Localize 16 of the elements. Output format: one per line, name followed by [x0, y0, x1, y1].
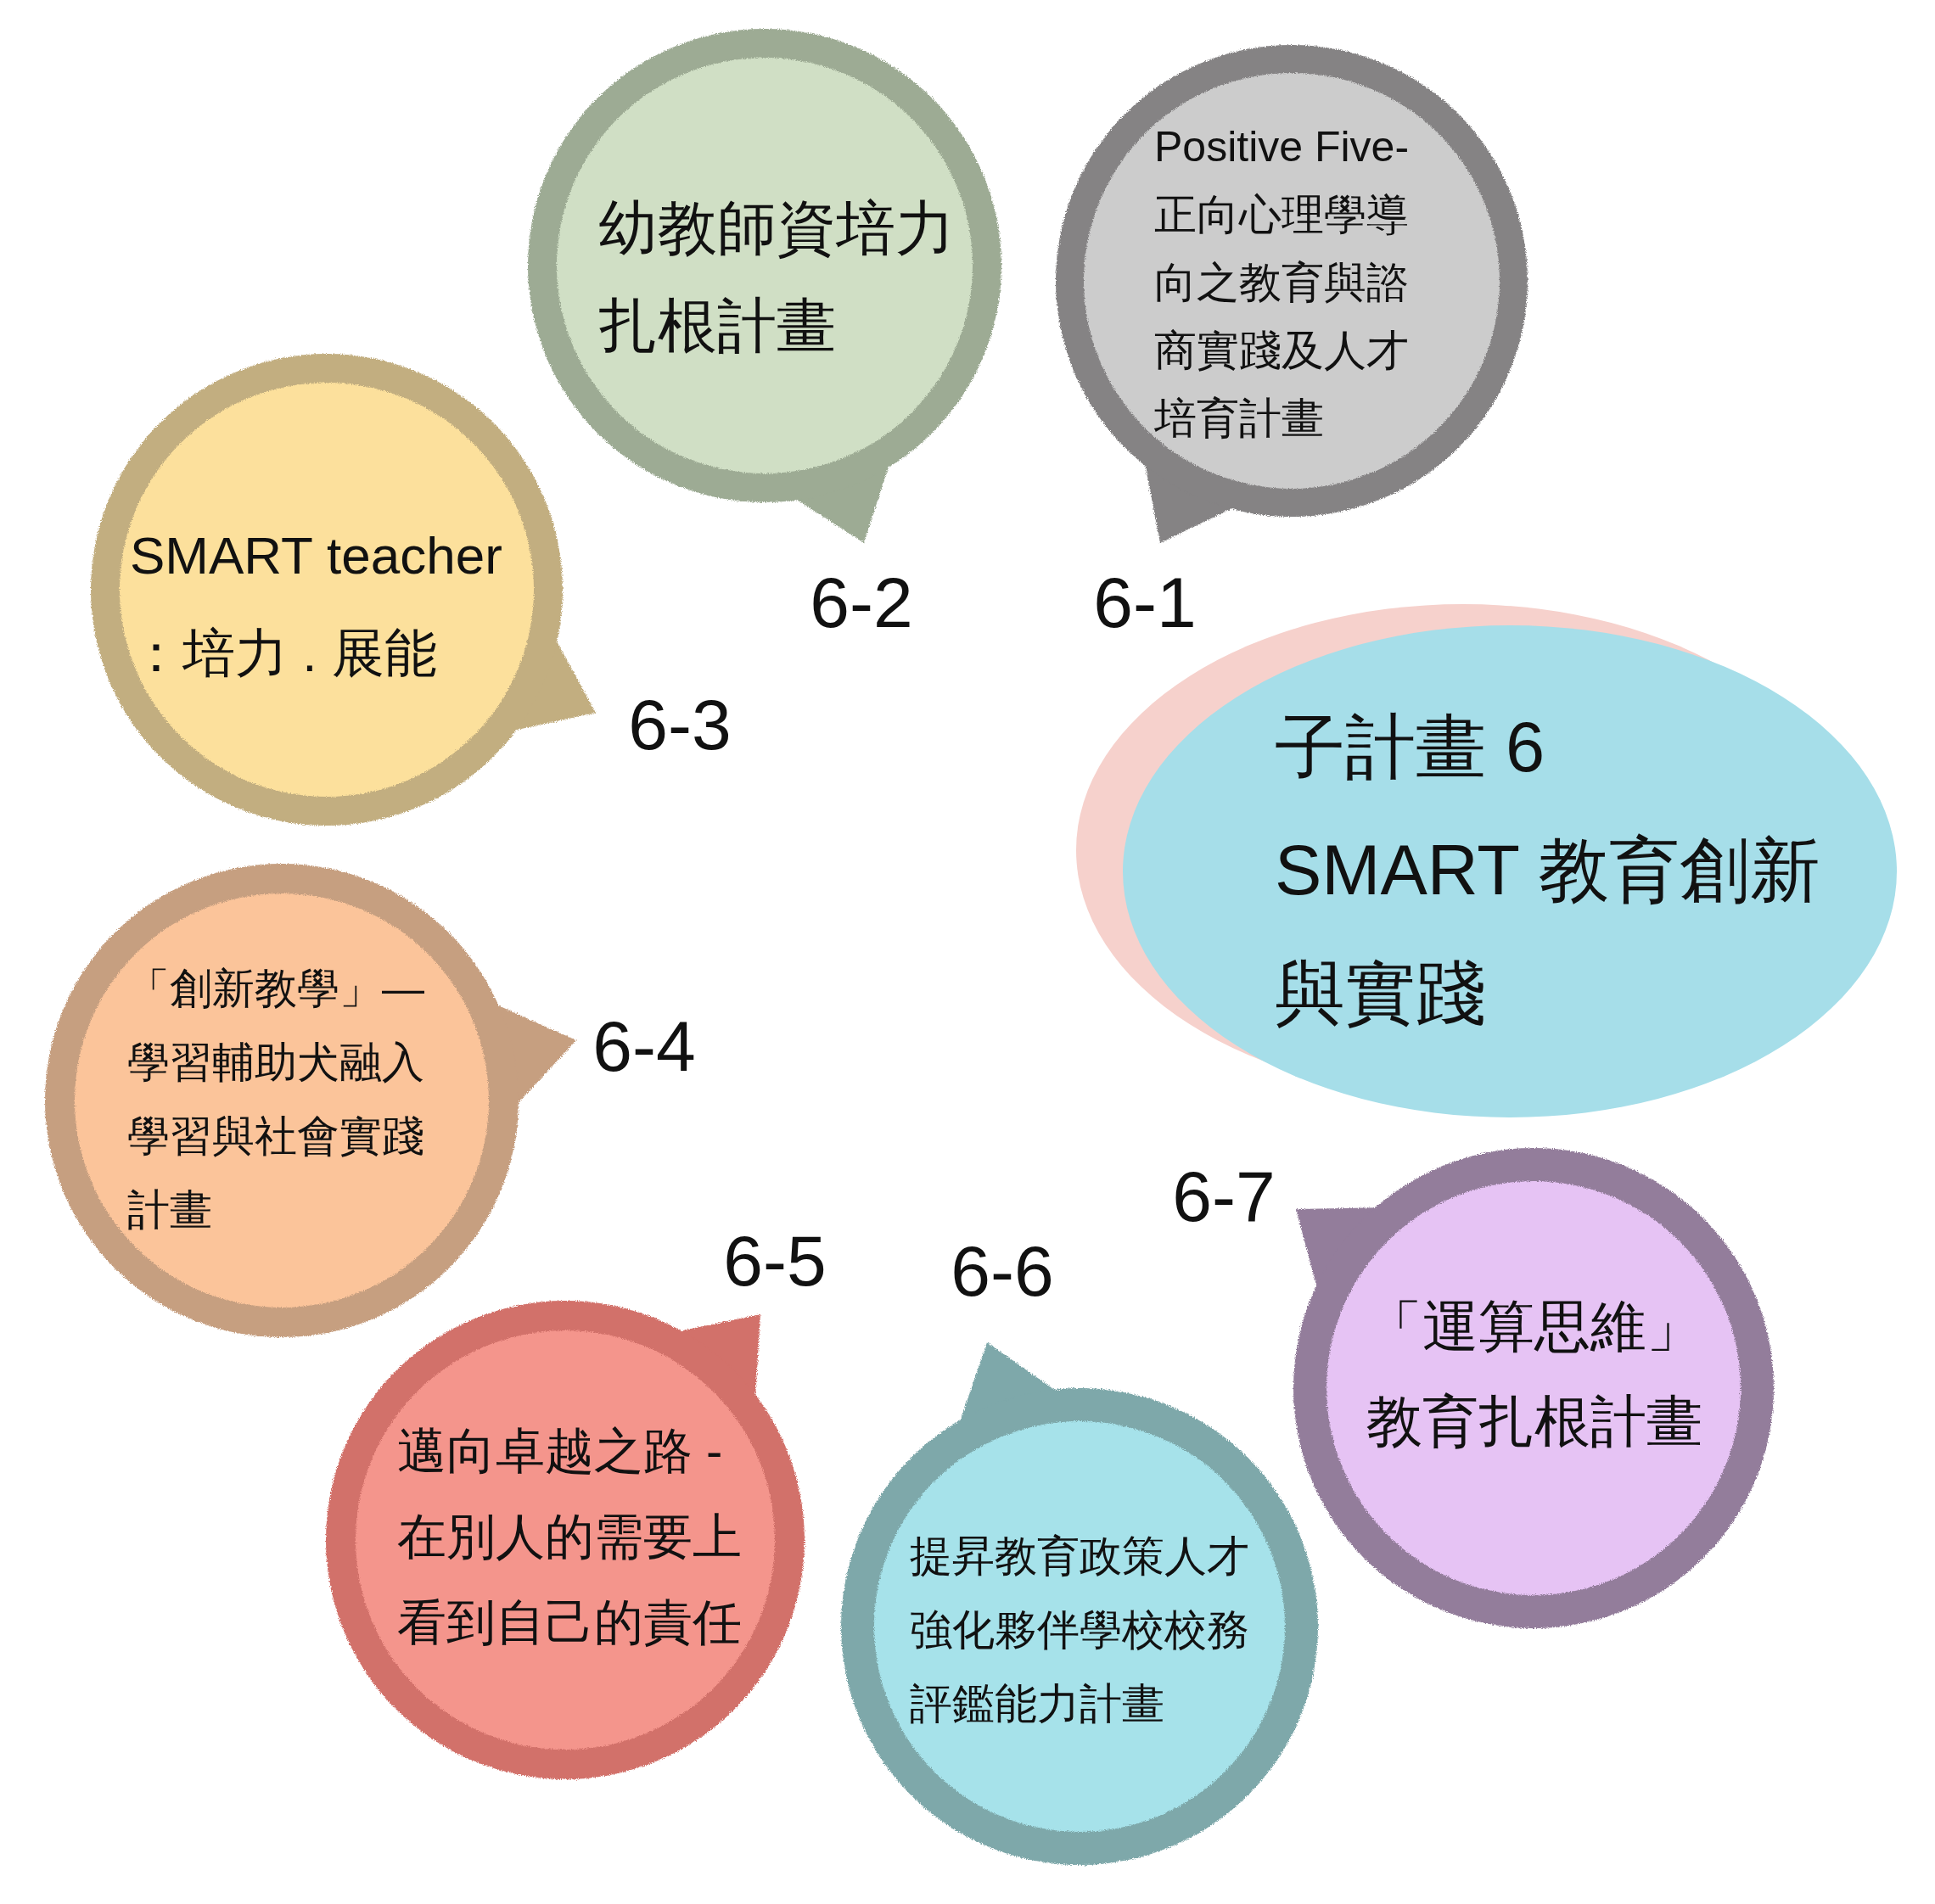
bubble-text: Positive Five-正向心理學導向之教育與諮商實踐及人才培育計畫	[1154, 122, 1411, 444]
callout-number: 6-4	[592, 1011, 696, 1082]
bubble-text: 邁向卓越之路 -在別人的需要上看到自己的責任	[397, 1422, 743, 1651]
callout-number: 6-2	[810, 567, 913, 638]
project-heading: 子計畫 6	[1275, 707, 1545, 788]
bubble-text: 「創新教學」—學習輔助犬融入學習與社會實踐計畫	[127, 964, 425, 1235]
bubble-text: 幼教師資培力扎根計畫	[598, 194, 956, 361]
bubble-text: 「運算思維」教育扎根計畫	[1366, 1294, 1703, 1454]
bubble-text: SMART teacher ：培力 . 展能	[130, 525, 503, 684]
callout-number: 6-6	[951, 1235, 1054, 1307]
callout-number: 6-7	[1172, 1161, 1276, 1232]
callout-number: 6-3	[628, 689, 732, 760]
bubble-text: 提昇教育政策人才強化夥伴學校校務評鑑能力計畫	[910, 1532, 1250, 1729]
callout-number: 6-1	[1093, 567, 1197, 638]
callout-number: 6-5	[723, 1225, 827, 1296]
project-title: SMART 教育創新與實踐	[1275, 830, 1821, 1034]
